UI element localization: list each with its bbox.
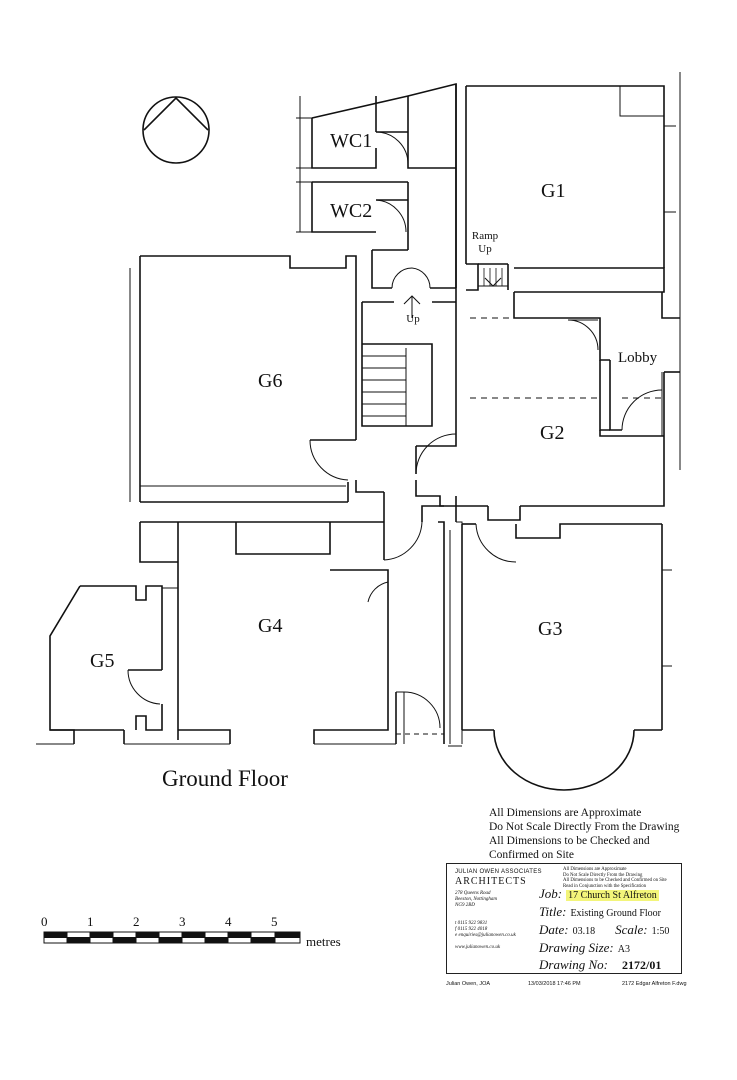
job-label: Job: — [539, 886, 563, 901]
contact-line: t 0115 922 9831 — [455, 921, 488, 926]
dimension-notes: All Dimensions are Approximate Do Not Sc… — [489, 806, 679, 862]
title-block-notes: All Dimensions are Approximate Do Not Sc… — [563, 867, 667, 889]
note-line: Do Not Scale Directly From the Drawing — [489, 821, 680, 833]
room-label-wc1: WC1 — [330, 130, 373, 152]
ramp-up-label: Up — [478, 243, 492, 255]
stair-up-label: Up — [406, 313, 420, 325]
scale-bar — [43, 931, 301, 944]
note-line: All Dimensions to be Checked and — [489, 835, 650, 847]
address-line: Beeston, Nottingham — [455, 897, 497, 902]
scale-unit-label: metres — [306, 934, 341, 949]
room-label-g2: G2 — [540, 422, 565, 444]
tb-note-line: All Dimensions are Approximate — [563, 867, 627, 872]
title-label: Title: — [539, 904, 567, 919]
address-line: NG9 2BD — [455, 903, 475, 908]
north-arrow-icon — [142, 96, 210, 164]
number-row: Drawing No: 2172/01 — [539, 956, 661, 974]
scale-tick-label: 0 — [41, 914, 48, 929]
address-line: 278 Queens Road — [455, 891, 491, 896]
tb-note-line: Do Not Scale Directly From the Drawing — [563, 872, 643, 878]
scale-tick-label: 3 — [179, 914, 186, 929]
firm-address: 278 Queens Road Beeston, Nottingham NG9 … — [455, 891, 497, 909]
contact-line: e enquiries@julianowen.co.uk — [455, 933, 516, 938]
note-line: All Dimensions are Approximate — [489, 807, 642, 819]
scale-tick-label: 4 — [225, 914, 232, 929]
room-g5-walls — [36, 585, 178, 745]
floor-title: Ground Floor — [162, 766, 288, 791]
job-row: Job: 17 Church St Alfreton — [539, 885, 659, 903]
size-row: Drawing Size: A3 — [539, 939, 630, 957]
room-g6-walls — [129, 255, 385, 522]
footer-timestamp: 13/03/2018 17:46 PM — [528, 981, 581, 987]
number-value: 2172/01 — [621, 958, 662, 972]
room-g4-walls — [139, 505, 445, 745]
room-label-g4: G4 — [258, 615, 283, 637]
title-value: Existing Ground Floor — [570, 908, 662, 919]
date-scale-row: Date: 03.18 Scale: 1:50 — [539, 921, 669, 939]
room-label-g1: G1 — [541, 180, 566, 202]
room-label-g3: G3 — [538, 618, 563, 640]
size-value: A3 — [617, 944, 630, 955]
tb-note-line: All Dimensions to be Checked and Confirm… — [563, 878, 667, 884]
job-value: 17 Church St Alfreton — [566, 890, 659, 901]
room-label-g5: G5 — [90, 650, 115, 672]
scale-tick-label: 5 — [271, 914, 278, 929]
room-label-g6: G6 — [258, 370, 283, 392]
firm-name: JULIAN OWEN ASSOCIATES — [455, 869, 542, 875]
tb-note-line: Read in Conjunction with the Specificati… — [563, 883, 646, 889]
firm-architects: ARCHITECTS — [455, 876, 527, 887]
stair-walls — [361, 84, 457, 427]
room-g2-walls — [415, 292, 680, 522]
number-label: Drawing No: — [539, 957, 608, 972]
date-value: 03.18 — [572, 926, 596, 937]
scale-label: Scale: — [615, 922, 648, 937]
size-label: Drawing Size: — [539, 940, 614, 955]
room-label-wc2: WC2 — [330, 200, 373, 222]
contact-line: f 0115 922 4018 — [455, 927, 488, 932]
room-g1-walls — [465, 72, 681, 470]
title-block: JULIAN OWEN ASSOCIATES ARCHITECTS 278 Qu… — [446, 863, 682, 974]
note-line: Confirmed on Site — [489, 849, 574, 861]
title-row: Title: Existing Ground Floor — [539, 903, 661, 921]
room-g3-walls — [448, 521, 672, 791]
scale-value: 1:50 — [651, 926, 670, 937]
date-label: Date: — [539, 922, 569, 937]
footer-file: 2172 Edgar Alfreton F.dwg — [622, 981, 687, 987]
contact-line: www.julianowen.co.uk — [455, 945, 501, 950]
room-label-lobby: Lobby — [618, 350, 658, 366]
wc-block-walls — [296, 82, 457, 318]
footer-author: Julian Owen, JOA — [446, 981, 491, 987]
ramp-label: Ramp — [471, 230, 499, 242]
firm-contact: t 0115 922 9831 f 0115 922 4018 e enquir… — [455, 921, 516, 951]
scale-tick-label: 2 — [133, 914, 140, 929]
scale-tick-label: 1 — [87, 914, 94, 929]
